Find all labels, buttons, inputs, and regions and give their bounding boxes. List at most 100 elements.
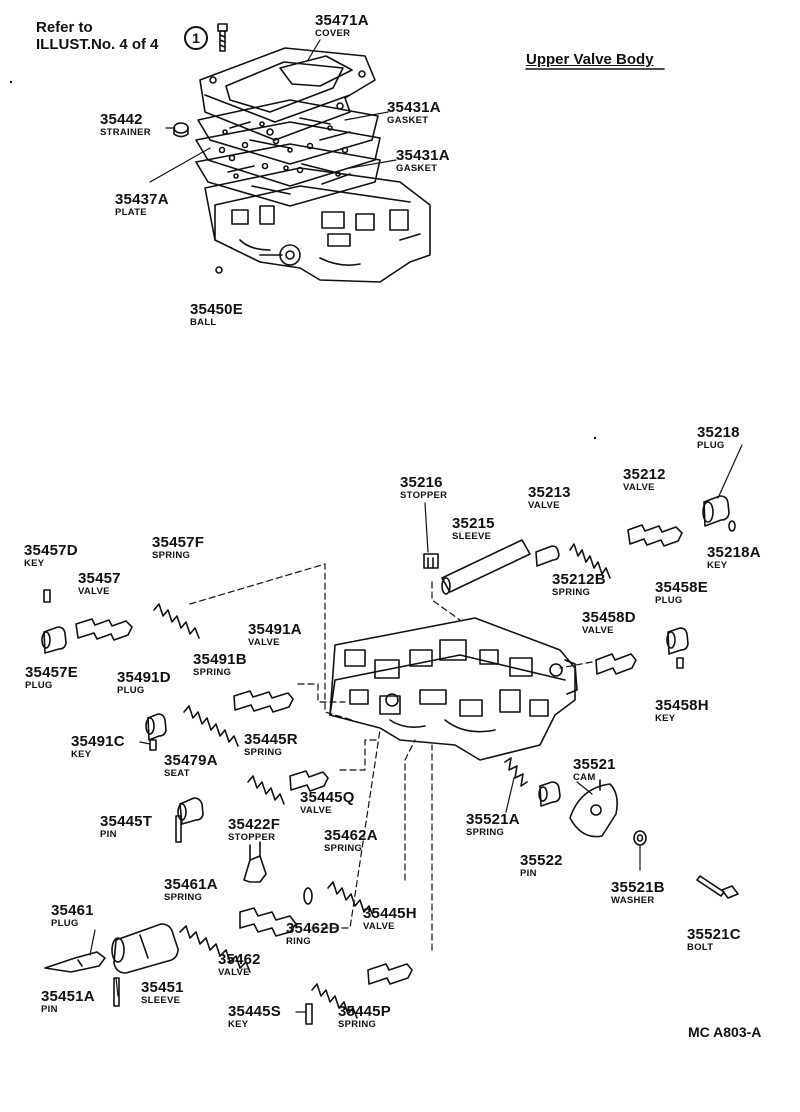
valve-35212-shape: [628, 525, 682, 546]
part-number: 35462: [218, 951, 261, 968]
part-name: CAM: [573, 772, 596, 783]
spring-35491B-shape: [184, 706, 238, 746]
gasket-upper-shape: [198, 100, 378, 164]
part-number: 35461: [51, 902, 94, 919]
part-number: 35521B: [611, 879, 665, 896]
plug-35461-shape: [45, 952, 105, 972]
spring-35445P-shape: [312, 984, 357, 1018]
part-number: 35212: [623, 466, 666, 483]
part-number: 35457F: [152, 534, 205, 551]
seat-35479A-shape: [178, 798, 203, 824]
lower-valve-body-shape: [330, 618, 577, 760]
part-name: VALVE: [582, 625, 614, 636]
part-number: 35216: [400, 474, 443, 491]
stopper-35422F-shape: [244, 842, 266, 882]
washer-35521B-shape: [634, 831, 646, 845]
part-name: SEAT: [164, 768, 190, 779]
refer-note-line1: Refer to: [36, 19, 93, 36]
part-leader-lines: [90, 445, 742, 1012]
part-name: SLEEVE: [141, 995, 181, 1006]
part-name: PLUG: [697, 440, 725, 451]
part-number: 35491C: [71, 733, 125, 750]
part-name: COVER: [315, 28, 351, 39]
part-number: 35445Q: [300, 789, 355, 806]
part-number: 35422F: [228, 816, 281, 833]
part-number: 35442: [100, 111, 143, 128]
part-number: 35218: [697, 424, 740, 441]
key-35218A-shape: [729, 521, 735, 531]
part-number: 35522: [520, 852, 563, 869]
part-number: 35491D: [117, 669, 171, 686]
spring-35521A-shape: [505, 758, 527, 786]
cam-35521-shape: [570, 780, 617, 837]
part-name: STRAINER: [100, 127, 151, 138]
part-name: VALVE: [248, 637, 280, 648]
stopper-35216-shape: [424, 554, 438, 568]
plug-35457E-shape: [42, 627, 66, 653]
part-number: 35450E: [190, 301, 243, 318]
stray-dots: [9, 80, 597, 440]
diagram-title: Upper Valve Body: [526, 51, 654, 68]
part-number: 35213: [528, 484, 571, 501]
part-number: 35521C: [687, 926, 741, 943]
part-name: SLEEVE: [452, 531, 492, 542]
pin-35522-shape: [539, 782, 560, 806]
part-name: VALVE: [218, 967, 250, 978]
part-number: 35457: [78, 570, 121, 587]
valve-35462-shape: [240, 908, 296, 936]
part-number: 35471A: [315, 12, 369, 29]
part-number: 35479A: [164, 752, 218, 769]
part-name: KEY: [707, 560, 728, 571]
part-name: VALVE: [363, 921, 395, 932]
spring-35461A-shape: [180, 926, 250, 972]
part-number: 35461A: [164, 876, 218, 893]
part-name: VALVE: [528, 500, 560, 511]
part-name: VALVE: [623, 482, 655, 493]
refer-note: Refer to ILLUST.No. 4 of 4: [36, 19, 159, 53]
part-number: 35451A: [41, 988, 95, 1005]
plug-35458E-shape: [667, 628, 688, 654]
part-name: BALL: [190, 317, 217, 328]
part-name: SPRING: [552, 587, 591, 598]
part-name: PIN: [100, 829, 117, 840]
illustration-code: MC A803-A: [688, 1024, 762, 1040]
part-name: PLUG: [25, 680, 53, 691]
part-number: 35451: [141, 979, 184, 996]
part-number: 35431A: [387, 99, 441, 116]
part-name: SPRING: [164, 892, 203, 903]
part-name: VALVE: [300, 805, 332, 816]
part-number: 35457E: [25, 664, 78, 681]
part-number: 35445H: [363, 905, 417, 922]
cover-shape: [200, 48, 375, 140]
part-name: KEY: [71, 749, 92, 760]
part-name: PLUG: [51, 918, 79, 929]
part-number: 35445S: [228, 1003, 281, 1020]
part-name: STOPPER: [400, 490, 448, 501]
part-name: VALVE: [78, 586, 110, 597]
part-number: 35458E: [655, 579, 708, 596]
part-number: 35445R: [244, 731, 298, 748]
sleeve-35215-shape: [442, 540, 530, 594]
upper-valve-body-shape: [205, 168, 430, 282]
